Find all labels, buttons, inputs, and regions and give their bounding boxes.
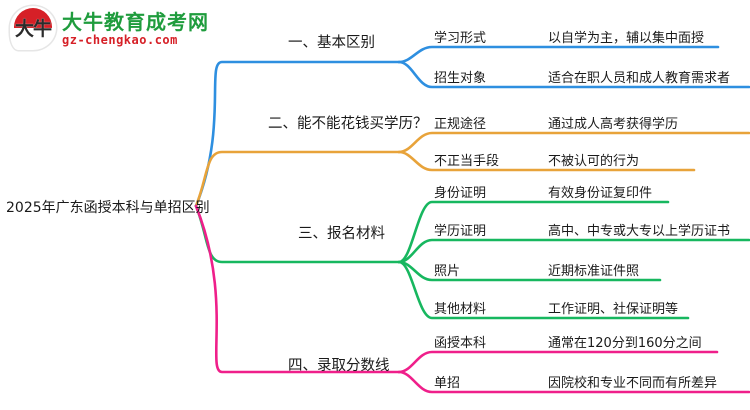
leaf-key-3-2[interactable]: 学历证明 <box>434 224 487 239</box>
leaf-key-1-2[interactable]: 招生对象 <box>434 71 487 86</box>
leaf-key-1-1[interactable]: 学习形式 <box>434 31 487 46</box>
leaf-value-3-4[interactable]: 工作证明、社保证明等 <box>548 302 679 317</box>
leaf-value-2-2[interactable]: 不被认可的行为 <box>548 154 640 169</box>
mindmap-root-label[interactable]: 2025年广东函授本科与单招区别 <box>6 200 210 216</box>
logo-mark-icon: 大牛 <box>10 6 56 52</box>
logo-wordmark: 大牛教育成考网 gz-chengkao.com <box>62 11 209 48</box>
leaf-value-2-1[interactable]: 通过成人高考获得学历 <box>548 117 679 132</box>
logo-title: 大牛教育成考网 <box>62 9 209 34</box>
branch-label-2[interactable]: 二、能不能花钱买学历？ <box>268 116 428 132</box>
leaf-connector-1-2 <box>397 60 750 89</box>
site-logo[interactable]: 大牛 大牛教育成考网 gz-chengkao.com <box>10 6 209 52</box>
leaf-connector-4-2 <box>397 370 750 394</box>
leaf-connector-2-2 <box>397 150 696 172</box>
leaf-key-3-3[interactable]: 照片 <box>434 264 461 279</box>
branch-spine-2 <box>194 150 401 208</box>
branch-label-4[interactable]: 四、录取分数线 <box>288 358 390 374</box>
leaf-connector-4-1 <box>397 350 719 374</box>
logo-subtitle: gz-chengkao.com <box>62 32 178 47</box>
leaf-value-3-3[interactable]: 近期标准证件照 <box>548 264 640 279</box>
leaf-value-1-1[interactable]: 以自学为主，辅以集中面授 <box>548 31 705 46</box>
branch-spine-1 <box>194 60 401 208</box>
leaf-connector-1-1 <box>397 45 720 64</box>
leaf-value-4-1[interactable]: 通常在120分到160分之间 <box>548 336 702 351</box>
leaf-connector-3-4 <box>397 260 690 320</box>
leaf-key-4-1[interactable]: 函授本科 <box>434 336 487 351</box>
branch-label-1[interactable]: 一、基本区别 <box>288 35 375 51</box>
logo-cap-shape <box>14 8 52 27</box>
leaf-value-3-2[interactable]: 高中、中专或大专以上学历证书 <box>548 224 731 239</box>
leaf-key-2-2[interactable]: 不正当手段 <box>434 154 500 169</box>
branch-spine-4 <box>194 204 401 374</box>
leaf-connector-3-1 <box>397 200 670 264</box>
branch-label-3[interactable]: 三、报名材料 <box>298 226 385 242</box>
leaf-key-3-4[interactable]: 其他材料 <box>434 302 487 317</box>
leaf-value-1-2[interactable]: 适合在职人员和成人教育需求者 <box>548 71 731 86</box>
leaf-value-4-2[interactable]: 因院校和专业不同而有所差异 <box>548 376 718 391</box>
leaf-value-3-1[interactable]: 有效身份证复印件 <box>548 186 653 201</box>
logo-mark-text: 大牛 <box>14 18 52 40</box>
leaf-connector-3-2 <box>397 238 750 264</box>
logo-cap-line <box>14 26 52 28</box>
leaf-key-3-1[interactable]: 身份证明 <box>434 186 487 201</box>
leaf-key-2-1[interactable]: 正规途径 <box>434 117 487 132</box>
leaf-key-4-2[interactable]: 单招 <box>434 376 461 391</box>
